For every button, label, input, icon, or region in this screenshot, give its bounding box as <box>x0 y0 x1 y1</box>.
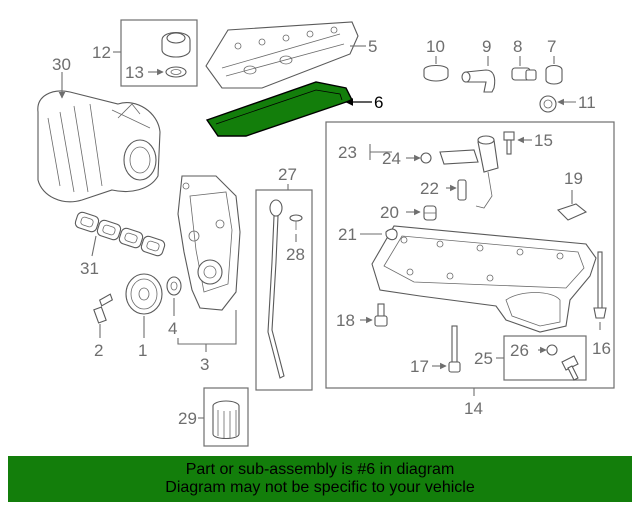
block-19 <box>556 203 588 221</box>
hose-9 <box>461 69 496 93</box>
banner-line-2: Diagram may not be specific to your vehi… <box>165 479 475 496</box>
callout-27: 27 <box>278 165 297 184</box>
callout-5: 5 <box>368 37 377 56</box>
clip-21 <box>385 228 398 241</box>
plug-7 <box>545 64 563 85</box>
oil-pan <box>371 225 597 333</box>
oil-filter <box>212 400 240 440</box>
callout-31: 31 <box>80 259 99 278</box>
oil-cap-group-box <box>120 19 198 87</box>
oil-pan-group-box <box>325 121 615 389</box>
callout-28: 28 <box>286 245 305 264</box>
callout-17: 17 <box>410 357 429 376</box>
callout-29: 29 <box>178 409 197 428</box>
bolt-16 <box>593 251 607 319</box>
banner-line-1: Part or sub-assembly is #6 in diagram <box>185 461 455 478</box>
drain-plug-washer <box>546 344 558 356</box>
drain-plug <box>561 355 579 381</box>
callout-16: 16 <box>592 339 611 358</box>
engine-front-cover <box>177 175 241 311</box>
callout-8: 8 <box>513 37 522 56</box>
callout-15: 15 <box>534 131 553 150</box>
callout-3: 3 <box>200 355 209 374</box>
callout-30: 30 <box>52 55 71 74</box>
tube-22 <box>457 179 467 201</box>
callout-24: 24 <box>382 149 401 168</box>
callout-23: 23 <box>338 143 357 162</box>
plug-10 <box>423 64 449 82</box>
callout-10: 10 <box>426 37 445 56</box>
callout-11: 11 <box>578 93 596 112</box>
callout-6: 6 <box>374 93 383 112</box>
front-crank-seal <box>166 276 182 296</box>
damper-bolt <box>93 293 113 324</box>
oil-filter-box <box>203 387 249 447</box>
callout-12: 12 <box>92 43 111 62</box>
bolt-15 <box>503 131 515 155</box>
seal-11 <box>539 95 557 113</box>
callout-4: 4 <box>168 319 177 338</box>
plug-20 <box>423 205 437 221</box>
callout-9: 9 <box>482 37 491 56</box>
intake-gasket-set <box>74 211 166 257</box>
oil-filler-cap <box>161 31 191 78</box>
oil-pickup-assembly <box>439 135 499 209</box>
intake-manifold <box>37 90 161 203</box>
callout-18: 18 <box>336 311 355 330</box>
callout-2: 2 <box>94 341 103 360</box>
valve-cover <box>205 21 359 89</box>
callout-19: 19 <box>564 169 583 188</box>
callout-7: 7 <box>547 37 556 56</box>
callout-13: 13 <box>125 63 144 82</box>
bolt-17 <box>448 325 461 373</box>
seal-8 <box>511 67 537 81</box>
valve-cover-gasket-inner-edge <box>215 89 343 125</box>
callout-25: 25 <box>474 349 493 368</box>
callout-22: 22 <box>420 179 439 198</box>
callout-21: 21 <box>338 225 357 244</box>
callout-1: 1 <box>138 341 147 360</box>
valve-cover-gasket-highlighted <box>205 81 353 137</box>
oil-dipstick <box>267 199 285 379</box>
washer-24 <box>420 152 432 164</box>
part-info-banner: Part or sub-assembly is #6 in diagram Di… <box>8 456 632 502</box>
crankshaft-damper <box>125 273 163 315</box>
callout-20: 20 <box>380 203 399 222</box>
dipstick-group-box <box>255 189 313 391</box>
callout-26: 26 <box>510 341 529 360</box>
callout-14: 14 <box>464 399 483 418</box>
dipstick-seal <box>289 214 303 230</box>
bolt-18 <box>374 303 388 327</box>
